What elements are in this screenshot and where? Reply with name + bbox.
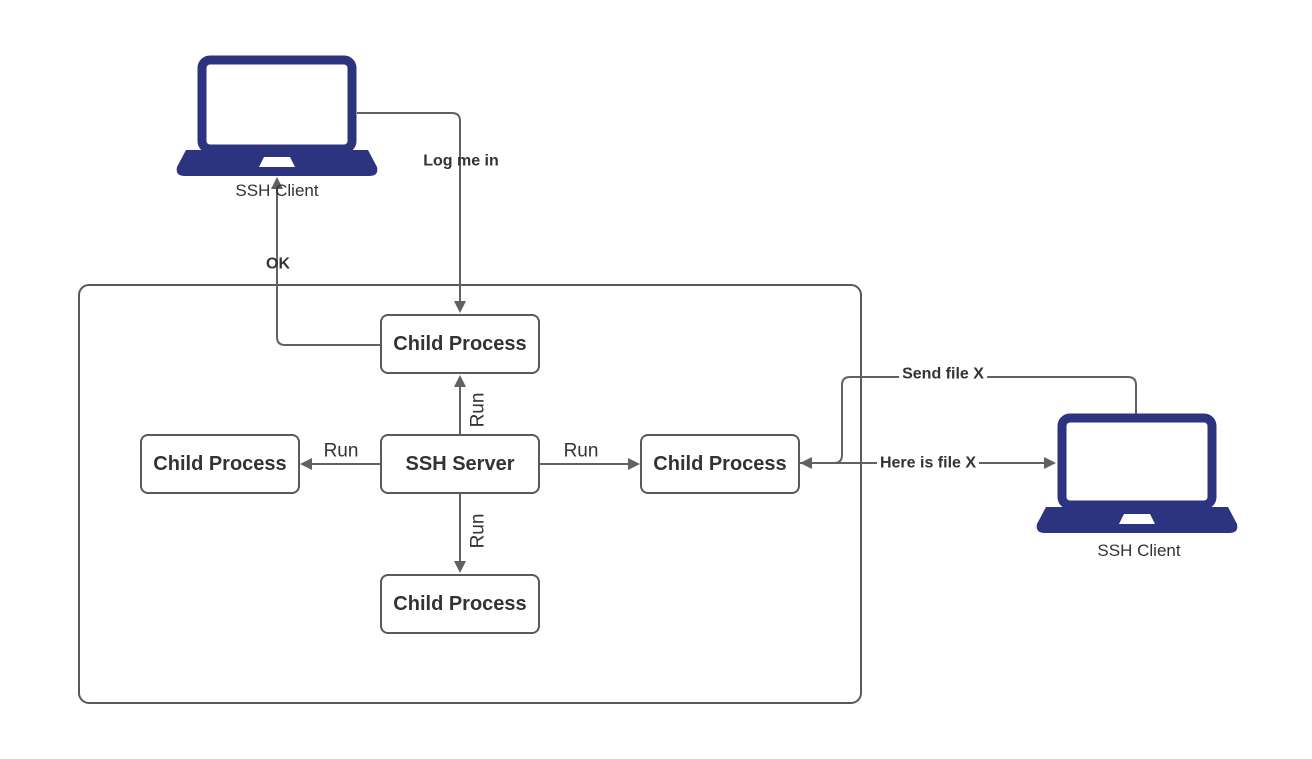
edge-ok <box>276 189 380 346</box>
arrowhead-ok <box>271 177 283 189</box>
laptop-right-notch <box>1119 514 1155 524</box>
laptop-icon-right <box>1036 413 1238 533</box>
arrowhead-run-right <box>628 458 640 470</box>
label-run-top: Run <box>467 392 489 428</box>
label-log-me-in: Log me in <box>423 152 499 170</box>
edge-log-me-in <box>357 112 461 302</box>
node-child-process-bottom: Child Process <box>380 574 540 634</box>
label-ssh-client-right: SSH Client <box>1097 540 1181 560</box>
arrowhead-run-left <box>300 458 312 470</box>
label-run-right: Run <box>563 440 599 462</box>
label-ok: OK <box>266 255 290 273</box>
label-run-bottom: Run <box>467 513 489 549</box>
node-ssh-server: SSH Server <box>380 434 540 494</box>
edge-send-file-x <box>812 376 1137 464</box>
label-here-is-file-x: Here is file X <box>876 453 980 473</box>
arrowhead-run-top <box>454 375 466 387</box>
label-run-left: Run <box>323 440 359 462</box>
arrowhead-log-me-in <box>454 301 466 313</box>
laptop-icon-left <box>176 55 378 176</box>
server-host-container <box>78 284 862 704</box>
laptop-right-screen <box>1057 413 1217 510</box>
arrowhead-here-is-file-x <box>1044 457 1056 469</box>
label-send-file-x: Send file X <box>899 364 987 384</box>
label-ssh-client-left: SSH Client <box>235 180 319 200</box>
node-child-process-left: Child Process <box>140 434 300 494</box>
laptop-left-notch <box>259 157 295 167</box>
node-child-process-right: Child Process <box>640 434 800 494</box>
arrowhead-run-bottom <box>454 561 466 573</box>
node-child-process-top: Child Process <box>380 314 540 374</box>
laptop-left-screen <box>197 55 357 154</box>
